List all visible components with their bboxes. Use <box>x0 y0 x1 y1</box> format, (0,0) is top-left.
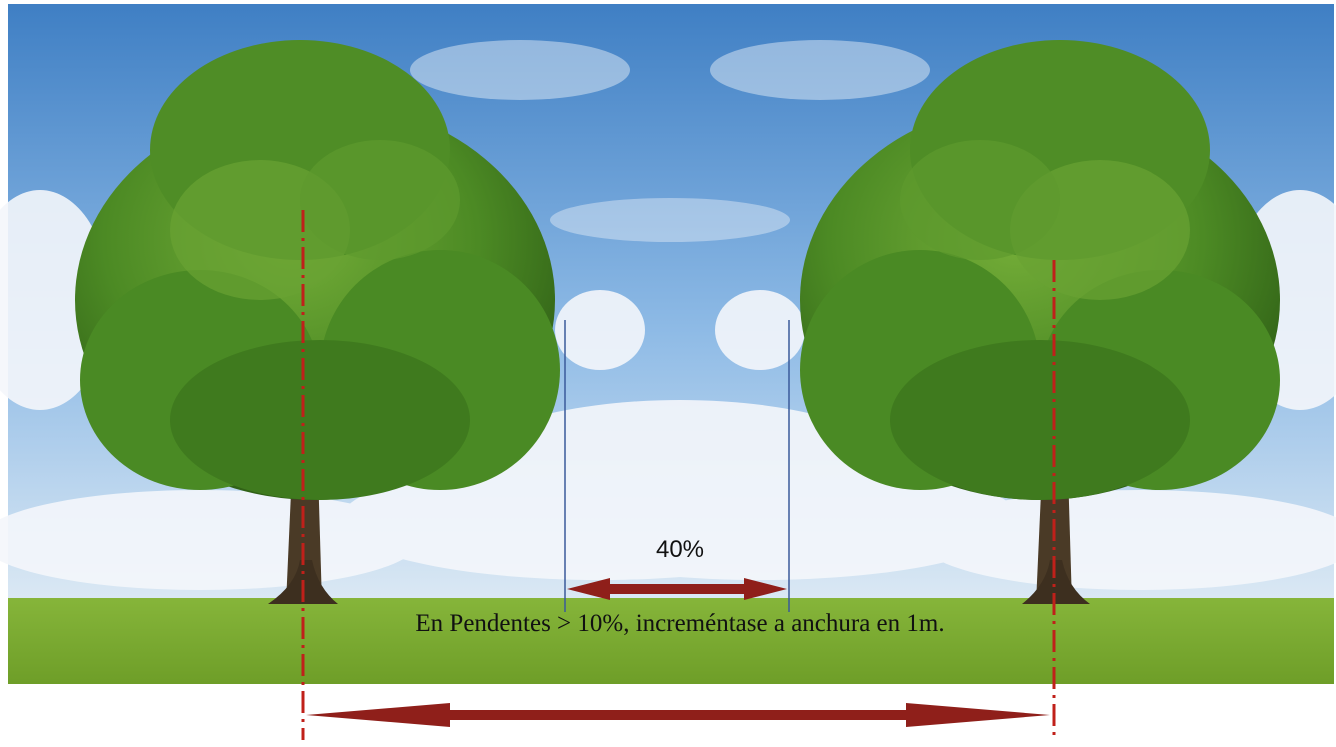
spacing-arrow <box>306 703 1050 727</box>
left-tree <box>75 40 560 604</box>
grass-ground <box>8 598 1334 684</box>
gap-arrow <box>567 578 787 600</box>
gap-percentage-label: 40% <box>655 536 705 563</box>
slope-note-label: En Pendentes > 10%, increméntase a anchu… <box>415 610 945 637</box>
right-tree <box>800 40 1280 604</box>
